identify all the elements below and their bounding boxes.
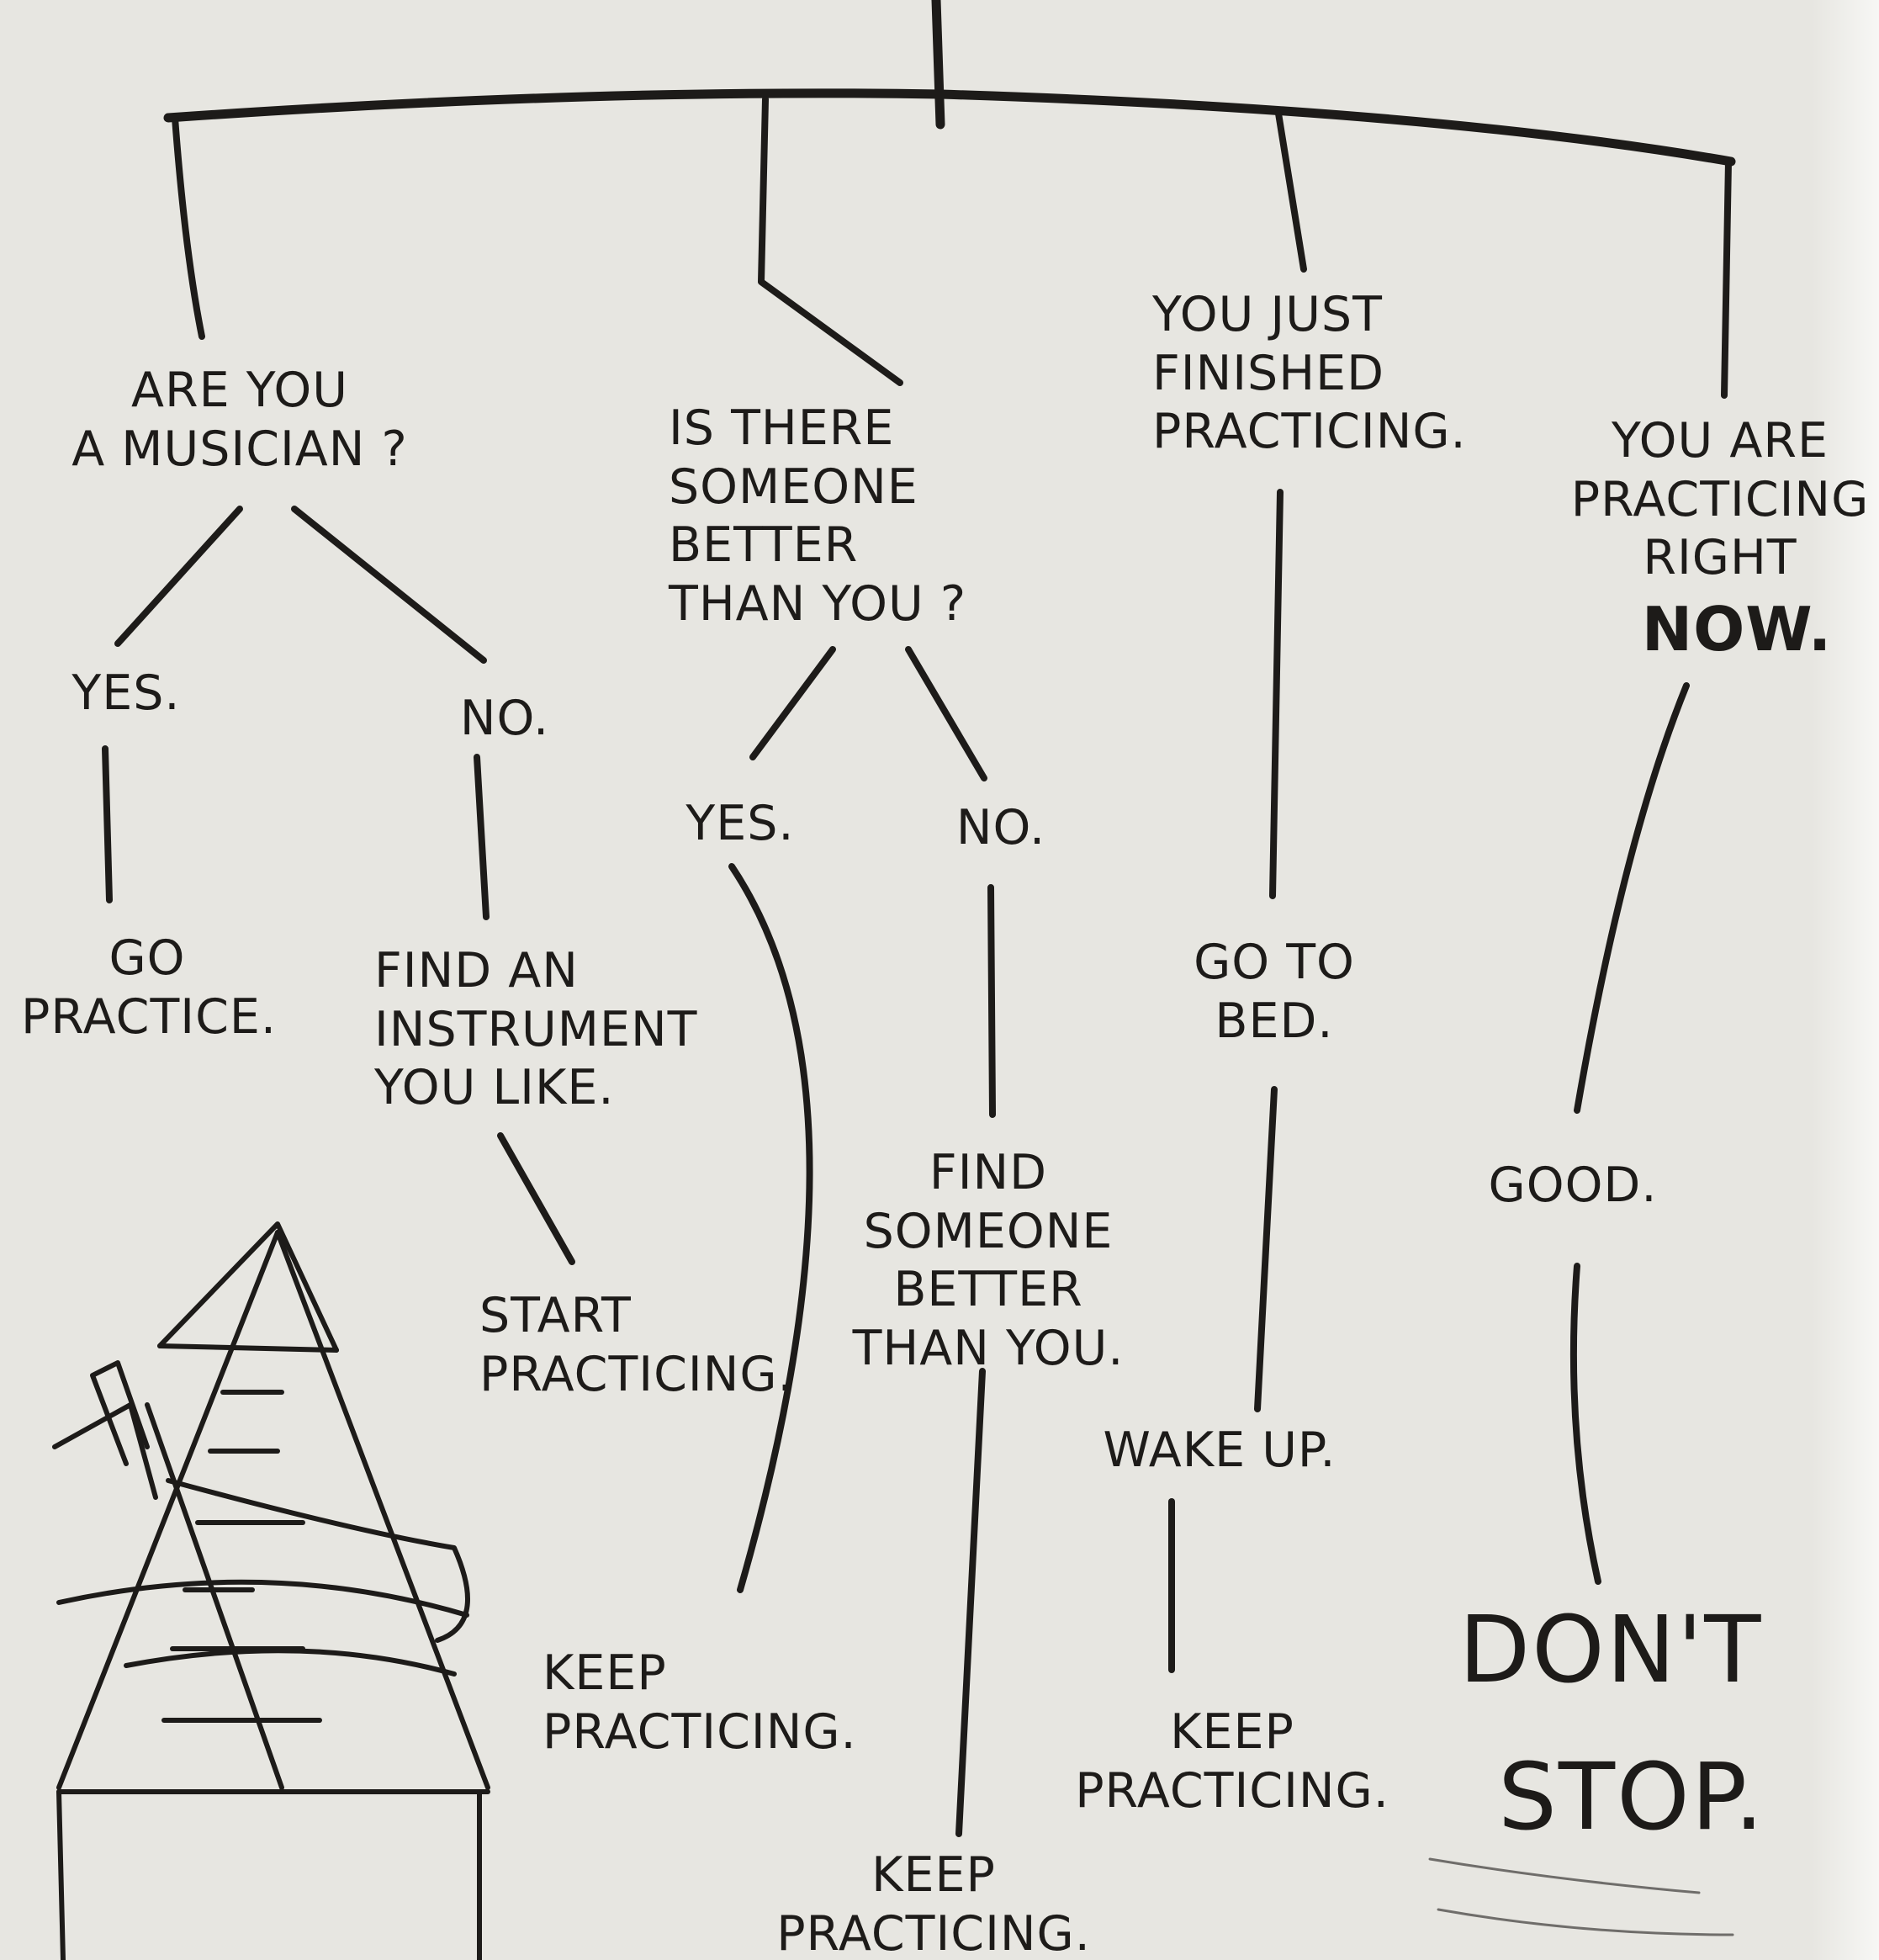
branch-line-better: [758, 96, 903, 386]
keep-practicing-no-line: [955, 1368, 986, 1837]
stop: STOP.: [1498, 1743, 1765, 1851]
go-practice: GO PRACTICE.: [21, 930, 278, 1045]
keep-practicing-yes-line: [728, 863, 813, 1593]
keep-practicing-no: KEEP PRACTICING.: [776, 1847, 1091, 1960]
metronome-icon: [52, 1221, 490, 1960]
paper-mark-1: [1428, 1857, 1701, 1894]
musician-yes-line: [114, 506, 243, 647]
find-instrument: FIND AN INSTRUMENT YOU LIKE.: [374, 943, 698, 1116]
good-line: [1574, 682, 1690, 1114]
top-trunk-line: [931, 0, 945, 130]
better-yes-line: [749, 646, 836, 760]
go-practice-line: [102, 745, 113, 903]
wake-up-line: [1254, 1086, 1278, 1412]
branch-line-practicing-now: [1721, 158, 1732, 399]
keep-practicing-yes: KEEP PRACTICING.: [543, 1645, 857, 1760]
musician-no: NO.: [459, 691, 550, 746]
start-practicing: START PRACTICING.: [479, 1288, 794, 1402]
find-instrument-line: [474, 754, 490, 920]
branch-line-musician: [172, 114, 205, 340]
good: GOOD.: [1488, 1157, 1658, 1213]
practicing-now-text: YOU ARE PRACTICING RIGHT: [1570, 413, 1870, 586]
musician-question: ARE YOU A MUSICIAN ?: [71, 363, 408, 477]
musician-no-line: [291, 506, 487, 664]
better-no-line: [905, 646, 987, 781]
top-branch-bar: [163, 88, 1736, 167]
dont-stop-line: [1569, 1263, 1601, 1585]
wake-up: WAKE UP.: [1103, 1422, 1336, 1478]
go-to-bed: GO TO BED.: [1194, 935, 1355, 1049]
go-to-bed-line: [1269, 489, 1284, 899]
better-question: IS THERE SOMEONE BETTER THAN YOU ?: [669, 400, 967, 632]
better-no: NO.: [955, 800, 1046, 856]
better-yes: YES.: [685, 796, 795, 851]
branch-line-finished: [1275, 110, 1307, 273]
paper-edge: [1812, 0, 1879, 1960]
find-someone-better: FIND SOMEONE BETTER THAN YOU.: [852, 1145, 1125, 1376]
just-finished: YOU JUST FINISHED PRACTICING.: [1152, 287, 1467, 460]
practicing-now-emphasis: NOW.: [1641, 594, 1833, 665]
start-practicing-line: [497, 1132, 575, 1265]
paper-mark-2: [1437, 1908, 1734, 1936]
find-someone-line: [987, 884, 996, 1118]
musician-yes: YES.: [71, 665, 181, 721]
dont: DON'T: [1458, 1596, 1763, 1703]
keep-practicing-wake: KEEP PRACTICING.: [1075, 1704, 1389, 1819]
